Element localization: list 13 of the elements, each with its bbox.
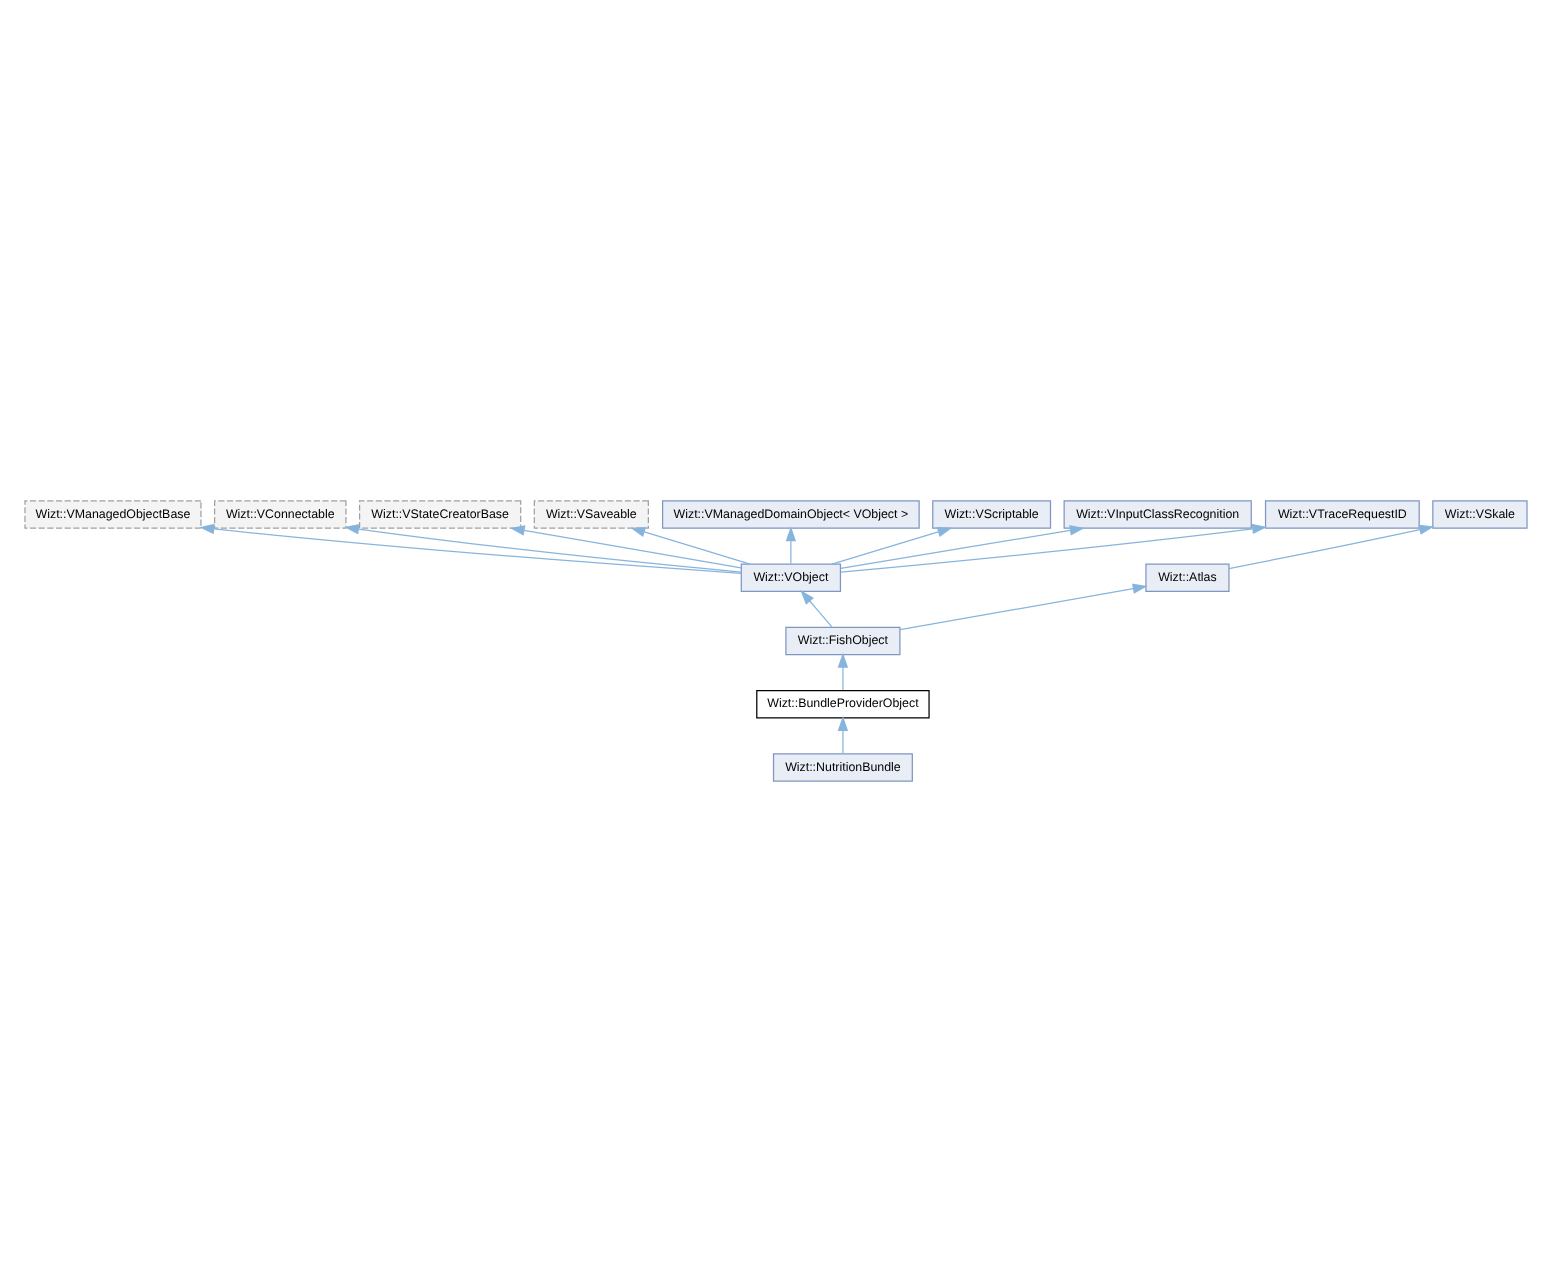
arrow (840, 522, 1268, 572)
arrow (630, 526, 751, 564)
arrow (800, 589, 833, 627)
arrow (899, 582, 1148, 630)
arrow (199, 522, 742, 573)
arrow (785, 525, 797, 564)
arrow (509, 524, 742, 568)
arrow (837, 715, 849, 753)
arrow (840, 524, 1085, 568)
arrow (837, 651, 849, 690)
arrow (1228, 523, 1435, 569)
arrow (831, 526, 953, 564)
arrow (344, 523, 742, 572)
